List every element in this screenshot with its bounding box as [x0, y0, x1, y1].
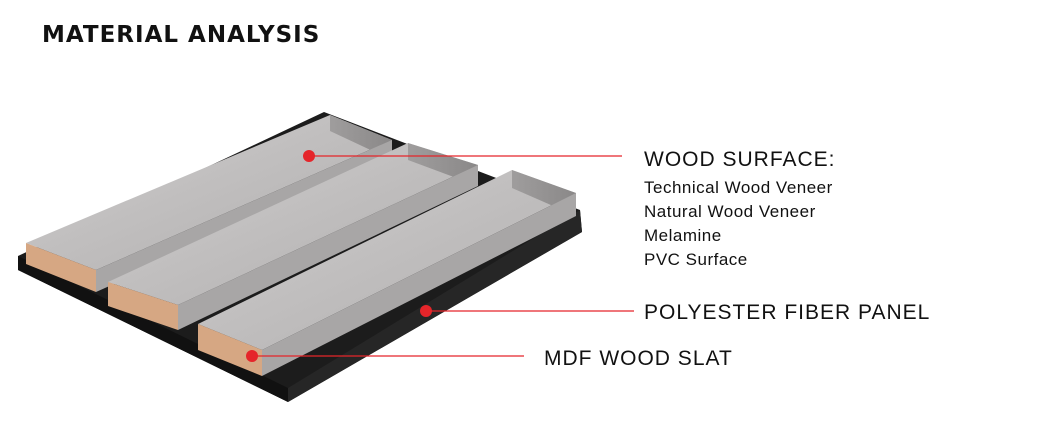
- wood-surface-option: Technical Wood Veneer: [644, 178, 833, 197]
- callout-mdf: [246, 350, 524, 362]
- wood-surface-option: PVC Surface: [644, 250, 748, 269]
- callout-wood-surface: [303, 150, 622, 162]
- callout-polyester: [420, 305, 634, 317]
- wood-surface-option: Melamine: [644, 226, 722, 245]
- wood-surface-marker: [303, 150, 315, 162]
- wood-slat-2: [108, 143, 478, 330]
- wood-surface-label: WOOD SURFACE:: [644, 148, 836, 171]
- wood-surface-option: Natural Wood Veneer: [644, 202, 816, 221]
- polyester-label: POLYESTER FIBER PANEL: [644, 301, 931, 324]
- wood-slat-3: [198, 170, 576, 376]
- wood-surface-options: Technical Wood Veneer Natural Wood Venee…: [644, 176, 833, 272]
- polyester-marker: [420, 305, 432, 317]
- mdf-label: MDF WOOD SLAT: [544, 347, 733, 370]
- page-title: MATERIAL ANALYSIS: [42, 22, 321, 48]
- mdf-marker: [246, 350, 258, 362]
